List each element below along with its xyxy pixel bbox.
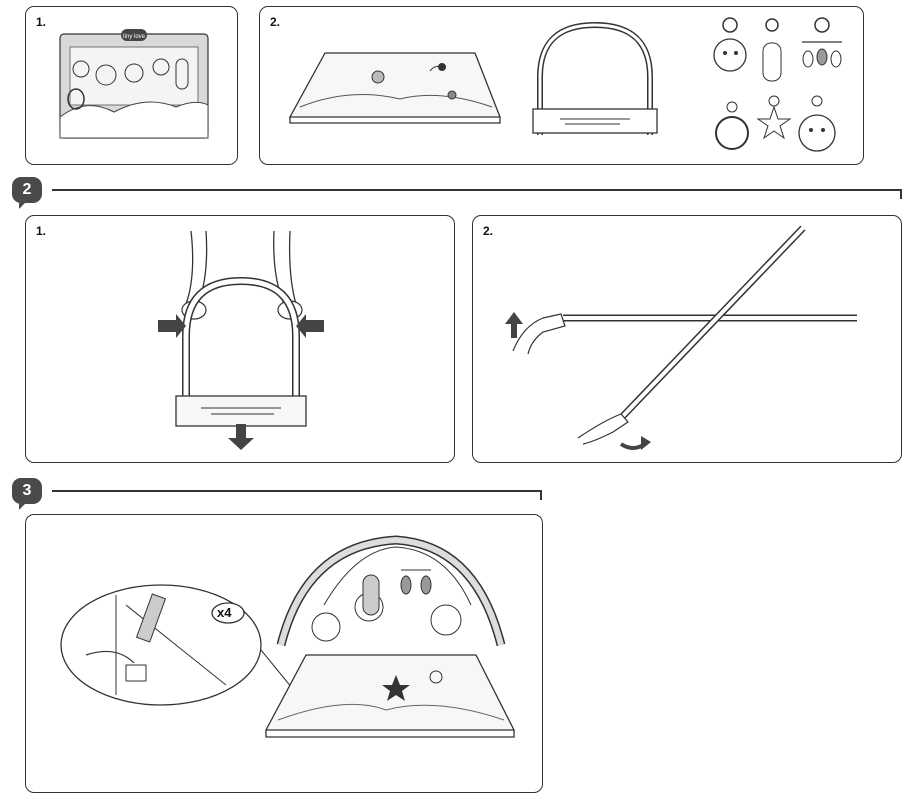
step-divider	[52, 490, 542, 492]
pole-extend-illustration	[505, 225, 857, 450]
logo-text: tiny love	[123, 34, 146, 40]
panel-number: 2.	[270, 15, 281, 29]
panel-attach-arch: x4	[25, 514, 543, 793]
step-divider-end	[900, 189, 902, 199]
step-divider-end	[540, 490, 542, 500]
panel-contents-1: 1. tiny love	[25, 6, 238, 165]
panel-contents-2: 2.	[259, 6, 864, 165]
panel-assemble-arch: 1.	[25, 215, 455, 463]
panel-number: 1.	[36, 224, 47, 238]
step-divider	[52, 189, 902, 191]
gym-box-illustration: tiny love	[59, 29, 209, 139]
arch-squeeze-illustration	[158, 230, 324, 450]
panel-number: 2.	[483, 224, 494, 238]
step-badge-3: 3	[12, 478, 42, 504]
panel-extend-poles: 2.	[472, 215, 902, 463]
panel-number: 1.	[36, 15, 47, 29]
gym-parts-illustration	[288, 17, 842, 152]
quantity-callout: x4	[217, 605, 232, 620]
step-badge-2: 2	[12, 177, 42, 203]
attach-arch-illustration	[60, 535, 516, 738]
